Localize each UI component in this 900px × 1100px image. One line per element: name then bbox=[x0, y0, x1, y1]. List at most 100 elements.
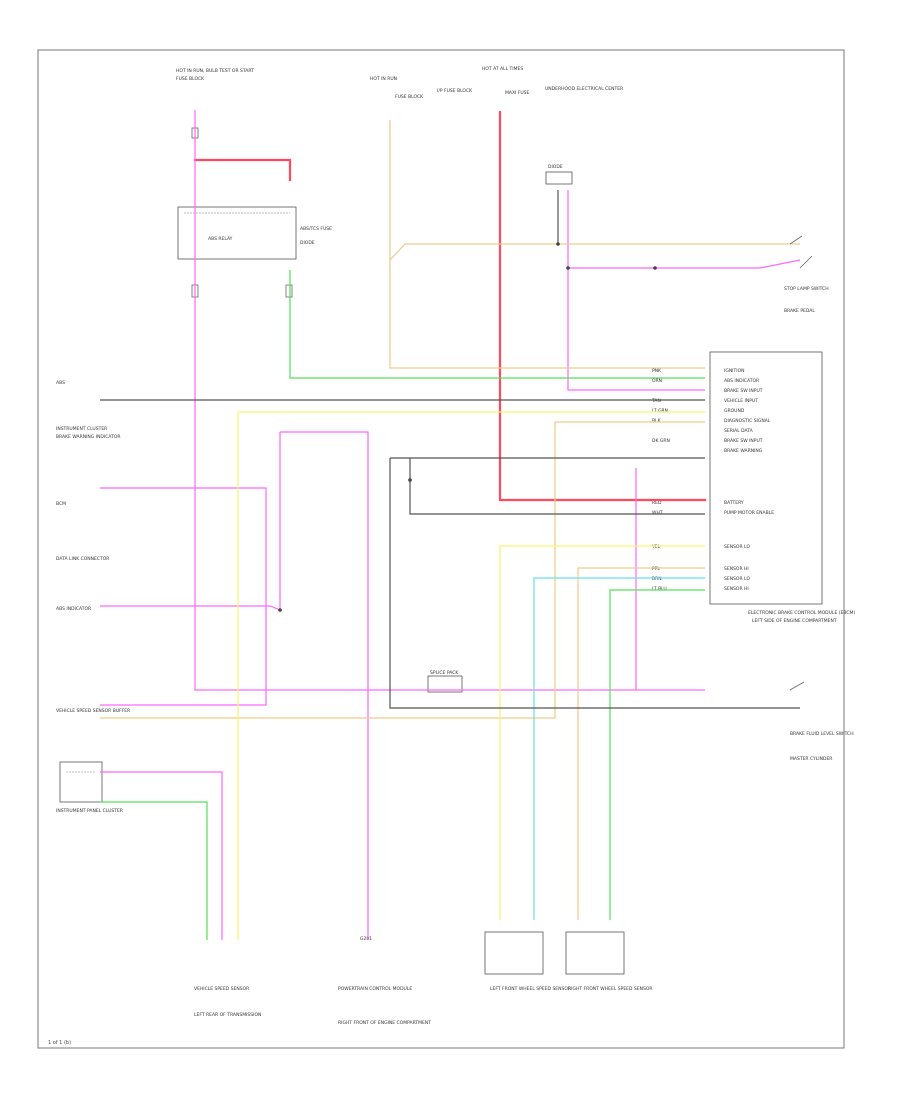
wire-pink-data bbox=[100, 605, 281, 611]
brake-fluid-switch-symbol bbox=[789, 681, 805, 691]
label-brake-switch-sub: BRAKE PEDAL bbox=[784, 308, 815, 314]
lf-wheel-sensor-box bbox=[484, 931, 544, 975]
wire-red-relay-feed bbox=[193, 158, 292, 182]
ebcm-pin-4: VEHICLE INPUT bbox=[724, 398, 758, 404]
label-left-side2: BRAKE WARNING INDICATOR bbox=[56, 434, 121, 440]
label-top-hot: HOT AT ALL TIMES bbox=[482, 66, 523, 72]
wire-tan-rf bbox=[577, 567, 705, 920]
diode-connector bbox=[545, 171, 573, 185]
label-switch-right: BRAKE FLUID LEVEL SWITCH bbox=[790, 731, 854, 737]
vss-buffer-box bbox=[59, 761, 103, 803]
wire-code-9: RED bbox=[652, 500, 662, 506]
wire-cyan-lf bbox=[533, 577, 705, 920]
wire-code-1: PNK bbox=[652, 368, 662, 374]
wire-tan-ignition bbox=[389, 120, 705, 369]
label-ground: G201 bbox=[360, 936, 372, 942]
label-top-left-fuse-sub: FUSE BLOCK bbox=[176, 76, 205, 82]
wire-yellow-vss bbox=[237, 411, 705, 940]
label-left-side5: ABS INDICATOR bbox=[56, 606, 91, 612]
junction-4 bbox=[408, 478, 412, 482]
ebcm-pin-9: BRAKE WARNING bbox=[724, 448, 763, 454]
abs-relay-box bbox=[177, 206, 297, 260]
ebcm-pin-8: BRAKE SW INPUT bbox=[724, 438, 763, 444]
label-left-side1: INSTRUMENT CLUSTER bbox=[56, 426, 107, 432]
wire-code-4: LT GRN bbox=[652, 408, 668, 414]
rf-wheel-sensor-box bbox=[565, 931, 625, 975]
wire-code-7: YEL bbox=[651, 544, 661, 550]
label-bottom4: RIGHT FRONT WHEEL SPEED SENSOR bbox=[568, 986, 653, 992]
diode-connector-label: DIODE bbox=[548, 164, 563, 170]
wire-pink-stop-lamp bbox=[568, 259, 801, 269]
junction-3 bbox=[653, 266, 657, 270]
junction-5 bbox=[278, 608, 282, 612]
junction-2 bbox=[556, 242, 560, 246]
ebcm-pin-12: SENSOR LO bbox=[724, 544, 750, 550]
ebcm-pin-6: DIAGNOSTIC SIGNAL bbox=[724, 418, 771, 424]
label-switch-right-sub: MASTER CYLINDER bbox=[790, 756, 832, 762]
splice-pack bbox=[427, 675, 463, 693]
ebcm-pin-14: SENSOR LO bbox=[724, 576, 750, 582]
label-top-hot-sub: MAXI FUSE bbox=[505, 90, 530, 96]
label-left-side4: DATA LINK CONNECTOR bbox=[56, 556, 109, 562]
wire-code-5: BLK bbox=[652, 418, 662, 424]
splice-pack-label: SPLICE PACK bbox=[430, 670, 459, 676]
label-top-left-fuse: HOT IN RUN, BULB TEST OR START bbox=[176, 68, 254, 74]
wire-green-rf bbox=[609, 589, 705, 920]
wire-yellow-lf bbox=[499, 545, 705, 920]
ebcm-box bbox=[709, 351, 823, 605]
abs-relay-sub: ABS/TCS FUSE bbox=[300, 226, 332, 232]
junction-1 bbox=[566, 266, 570, 270]
wire-code-6: DK GRN bbox=[652, 438, 670, 444]
footer-code: 1 of 1 (b) bbox=[48, 1040, 71, 1046]
wire-pink-diode bbox=[567, 190, 705, 391]
label-bottom1-sub: LEFT REAR OF TRANSMISSION bbox=[194, 1012, 261, 1018]
label-top-right-note: UNDERHOOD ELECTRICAL CENTER bbox=[545, 86, 623, 92]
wire-code-10: WHT bbox=[652, 510, 663, 516]
relay-coil-label: DIODE bbox=[300, 240, 315, 246]
ebcm-pin-10: BATTERY bbox=[724, 500, 744, 506]
label-bottom3: LEFT FRONT WHEEL SPEED SENSOR bbox=[490, 986, 571, 992]
ebcm-sub: LEFT SIDE OF ENGINE COMPARTMENT bbox=[752, 618, 837, 624]
wire-green-relay bbox=[289, 270, 705, 379]
wire-tan-brake bbox=[100, 421, 705, 719]
label-left-lower2: INSTRUMENT PANEL CLUSTER bbox=[56, 808, 123, 814]
label-brake-switch: STOP LAMP SWITCH bbox=[784, 286, 829, 292]
wire-code-3: TAN bbox=[651, 398, 661, 404]
wire-tan-stop bbox=[389, 243, 800, 261]
wire-pink-pcm bbox=[280, 431, 369, 940]
diagram-border bbox=[37, 49, 845, 1049]
label-top-mid-fuse-sub: FUSE BLOCK bbox=[395, 94, 424, 100]
ebcm-pin-1: IGNITION bbox=[724, 368, 745, 374]
wire-code-2: ORN bbox=[652, 378, 662, 384]
ebcm-pin-7: SERIAL DATA bbox=[724, 428, 754, 434]
label-top-mid-fuse: HOT IN RUN bbox=[370, 76, 397, 82]
fuse-left-3 bbox=[285, 284, 293, 298]
label-bottom2: POWERTRAIN CONTROL MODULE bbox=[338, 986, 412, 992]
ebcm-title: ELECTRONIC BRAKE CONTROL MODULE (EBCM) bbox=[748, 610, 855, 616]
ebcm-pin-13: SENSOR HI bbox=[724, 566, 749, 572]
wire-gray-pump bbox=[409, 458, 705, 515]
wire-pink-relay-down bbox=[194, 110, 705, 691]
wire-green-vss bbox=[100, 801, 208, 940]
wire-pink-bcm bbox=[100, 487, 267, 706]
wire-code-12: LT BLU bbox=[652, 586, 667, 592]
stop-lamp-switch-symbol bbox=[789, 235, 813, 269]
ebcm-pin-15: SENSOR HI bbox=[724, 586, 749, 592]
label-left-mid: ABS bbox=[56, 380, 65, 386]
label-bottom2-sub: RIGHT FRONT OF ENGINE COMPARTMENT bbox=[338, 1020, 431, 1026]
label-bottom1: VEHICLE SPEED SENSOR bbox=[194, 986, 249, 992]
wire-code-8: PPL bbox=[652, 566, 660, 572]
wire-gray-serial bbox=[389, 458, 800, 709]
ebcm-pin-11: PUMP MOTOR ENABLE bbox=[724, 510, 774, 516]
label-top-mid2: I/P FUSE BLOCK bbox=[437, 88, 473, 94]
ebcm-pin-5: GROUND bbox=[724, 408, 745, 414]
ebcm-pin-2: ABS INDICATOR bbox=[724, 378, 759, 384]
wire-code-11: BRN bbox=[652, 576, 662, 582]
label-left-lower1: VEHICLE SPEED SENSOR BUFFER bbox=[56, 708, 130, 714]
abs-relay-label: ABS RELAY bbox=[208, 236, 233, 242]
label-left-side3: BCM bbox=[56, 501, 66, 507]
ebcm-pin-3: BRAKE SW INPUT bbox=[724, 388, 763, 394]
wire-red-battery bbox=[498, 110, 707, 502]
wire-pink-vss bbox=[100, 771, 223, 940]
